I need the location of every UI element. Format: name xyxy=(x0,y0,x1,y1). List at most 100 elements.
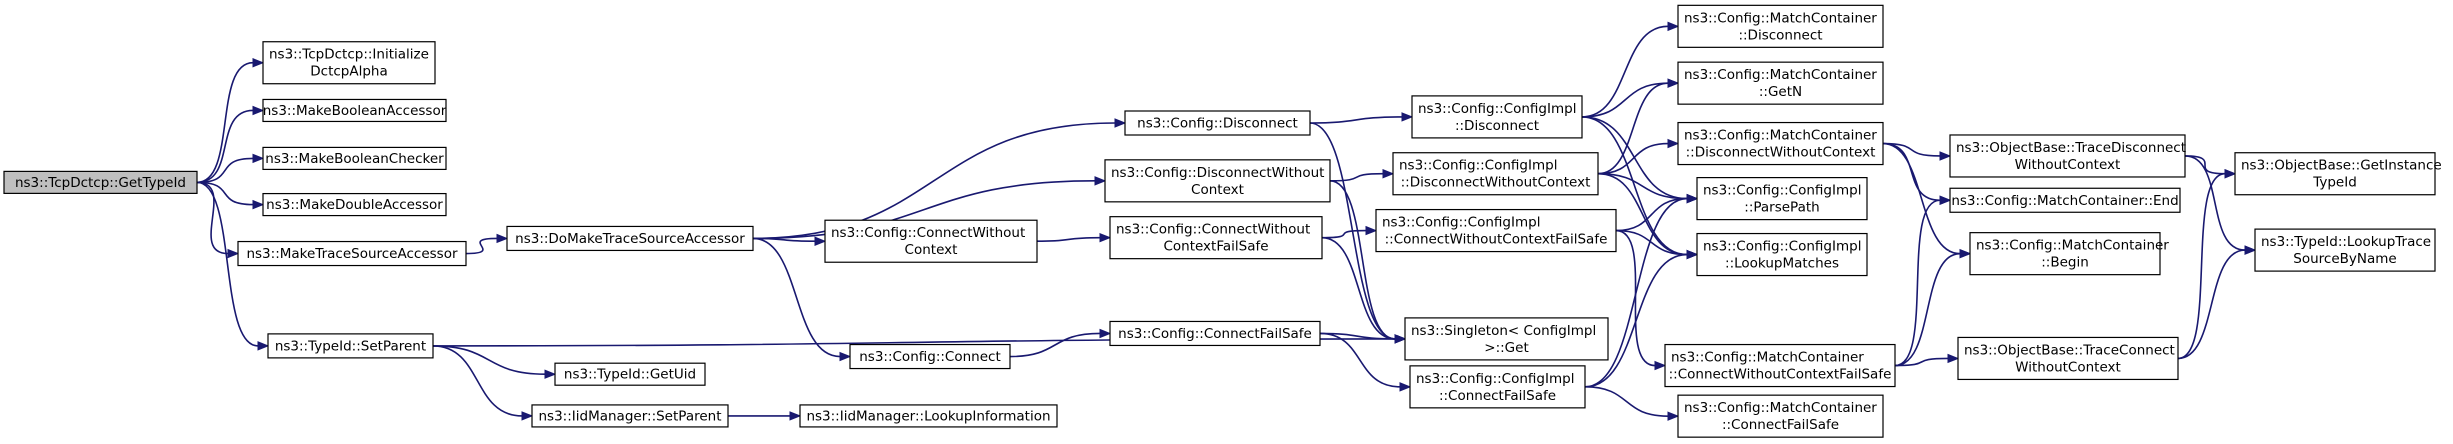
edge-impl-connect-wcfs-to-mc-connect-wcfs xyxy=(1615,229,1667,371)
edge-line xyxy=(1597,142,1669,175)
edge-arrowhead xyxy=(252,57,265,68)
edge-arrowhead xyxy=(1686,249,1699,260)
node-mc-disconnect-wc[interactable]: ns3::Config::MatchContainer::DisconnectW… xyxy=(1677,121,1884,166)
edge-iid-set-parent-to-iid-lookup xyxy=(728,411,802,421)
node-box xyxy=(1949,187,2181,213)
node-label-line: ::DisconnectWithoutContext xyxy=(1686,145,1876,161)
node-box xyxy=(1411,95,1583,139)
node-make-bool-chk[interactable]: ns3::MakeBooleanChecker xyxy=(262,146,447,171)
node-mc-begin[interactable]: ns3::Config::MatchContainer::Begin xyxy=(1969,232,2169,276)
node-label-line: ns3::Config::ConnectFailSafe xyxy=(1118,326,1312,342)
node-box xyxy=(1696,232,1868,277)
edge-cfg-connect-fs-to-singleton-get xyxy=(1319,332,1407,344)
edge-arrowhead xyxy=(252,105,265,116)
node-box xyxy=(1696,177,1868,221)
node-box xyxy=(1392,152,1599,196)
node-box xyxy=(3,170,198,194)
edge-line xyxy=(196,181,229,255)
edge-line xyxy=(1581,25,1669,118)
edge-get-type-id-to-make-bool-chk xyxy=(196,153,265,184)
node-make-trace-acc[interactable]: ns3::MakeTraceSourceAccessor xyxy=(237,240,467,267)
edge-arrowhead xyxy=(839,351,852,362)
node-get-type-id[interactable]: ns3::TcpDctcp::GetTypeId xyxy=(3,170,198,194)
edge-arrowhead xyxy=(1099,328,1112,339)
edge-ob-trace-connect-wc-to-ob-get-instance-type-id xyxy=(2177,168,2237,360)
node-label-line: ns3::Config::MatchContainer xyxy=(1684,128,1877,144)
node-parse-path[interactable]: ns3::Config::ConfigImpl::ParsePath xyxy=(1696,177,1868,221)
edge-do-make-trace-to-cfg-disconnect xyxy=(752,118,1127,240)
edge-line xyxy=(1329,180,1396,340)
node-set-parent[interactable]: ns3::TypeId::SetParent xyxy=(267,333,434,359)
edge-get-type-id-to-init-alpha xyxy=(196,57,265,184)
edge-line xyxy=(1882,142,1941,157)
node-box xyxy=(1375,208,1617,253)
node-impl-connect-fs[interactable]: ns3::Config::ConfigImpl::ConnectFailSafe xyxy=(1409,365,1586,409)
edge-mc-connect-wcfs-to-ob-trace-connect-wc xyxy=(1894,353,1960,367)
edge-line xyxy=(2184,155,2246,251)
edge-cfg-disconnect-wc-to-impl-disconnect-wc xyxy=(1329,168,1395,182)
edge-line xyxy=(196,181,259,347)
node-label-line: ns3::TypeId::GetUid xyxy=(564,367,696,383)
node-box xyxy=(1664,343,1896,388)
edge-line xyxy=(752,237,841,358)
edge-arrowhead xyxy=(789,411,802,421)
edge-line xyxy=(1894,357,1949,367)
edge-line xyxy=(1036,236,1101,243)
node-label-line: ::GetN xyxy=(1759,84,1802,100)
node-label-line: ns3::ObjectBase::TraceDisconnect xyxy=(1956,140,2186,156)
node-label-line: ns3::TypeId::SetParent xyxy=(275,338,426,354)
node-iid-lookup[interactable]: ns3::IidManager::LookupInformation xyxy=(799,404,1058,428)
node-singleton-get[interactable]: ns3::Singleton< ConfigImpl >::Get xyxy=(1404,317,1609,361)
node-mc-connect-fs[interactable]: ns3::Config::MatchContainer::ConnectFail… xyxy=(1677,394,1884,438)
node-make-bool-acc[interactable]: ns3::MakeBooleanAccessor xyxy=(262,98,447,123)
node-do-make-trace[interactable]: ns3::DoMakeTraceSourceAccessor xyxy=(506,225,754,252)
node-mc-disconnect[interactable]: ns3::Config::MatchContainer::Disconnect xyxy=(1677,4,1884,48)
node-label-line: >::Get xyxy=(1484,340,1528,356)
node-label-line: ns3::Config::ConnectWithout xyxy=(1116,222,1310,238)
edge-make-trace-acc-to-do-make-trace xyxy=(465,233,509,255)
node-mc-get-n[interactable]: ns3::Config::MatchContainer::GetN xyxy=(1677,61,1884,105)
node-label-line: ::ConnectWithoutContextFailSafe xyxy=(1669,367,1892,383)
edge-line xyxy=(196,61,254,184)
edge-arrowhead xyxy=(1399,382,1412,392)
edge-line xyxy=(1329,172,1384,182)
edge-arrowhead xyxy=(496,233,509,244)
node-get-uid[interactable]: ns3::TypeId::GetUid xyxy=(554,362,706,386)
node-box xyxy=(1969,232,2161,276)
node-mc-end[interactable]: ns3::Config::MatchContainer::End xyxy=(1949,187,2181,213)
edge-arrowhead xyxy=(1667,411,1680,421)
node-ob-trace-connect-wc[interactable]: ns3::ObjectBase::TraceConnectWithoutCont… xyxy=(1957,336,2179,381)
node-impl-disconnect-wc[interactable]: ns3::Config::ConfigImpl::DisconnectWitho… xyxy=(1392,152,1599,196)
node-cfg-disconnect[interactable]: ns3::Config::Disconnect xyxy=(1124,110,1311,136)
node-impl-disconnect[interactable]: ns3::Config::ConfigImpl::Disconnect xyxy=(1411,95,1583,139)
node-lookup-matches[interactable]: ns3::Config::ConfigImpl::LookupMatches xyxy=(1696,232,1868,277)
node-cfg-connect-wc[interactable]: ns3::Config::ConnectWithoutContext xyxy=(824,219,1038,263)
node-mc-connect-wcfs[interactable]: ns3::Config::MatchContainer::ConnectWith… xyxy=(1664,343,1896,388)
node-label-line: DctcpAlpha xyxy=(310,64,388,80)
edge-do-make-trace-to-cfg-connect xyxy=(752,237,852,362)
edge-arrowhead xyxy=(1401,112,1414,122)
node-label-line: ns3::Config::ConfigImpl xyxy=(1418,101,1576,117)
node-cfg-connect[interactable]: ns3::Config::Connect xyxy=(849,343,1011,370)
node-cfg-connect-wcfs[interactable]: ns3::Config::ConnectWithoutContextFailSa… xyxy=(1109,216,1323,260)
node-cfg-disconnect-wc[interactable]: ns3::Config::DisconnectWithoutContext xyxy=(1104,159,1331,203)
node-make-dbl-acc[interactable]: ns3::MakeDoubleAccessor xyxy=(262,192,447,217)
edge-line xyxy=(1581,82,1669,118)
node-label-line: ns3::MakeTraceSourceAccessor xyxy=(246,246,457,262)
node-ob-trace-disconnect-wc[interactable]: ns3::ObjectBase::TraceDisconnectWithoutC… xyxy=(1949,134,2186,178)
edge-impl-disconnect-wc-to-mc-disconnect-wc xyxy=(1597,138,1680,175)
edge-arrowhead xyxy=(1667,78,1680,88)
node-box xyxy=(1124,110,1311,136)
edge-arrowhead xyxy=(544,369,557,379)
node-impl-connect-wcfs[interactable]: ns3::Config::ConfigImpl::ConnectWithoutC… xyxy=(1375,208,1617,253)
node-box xyxy=(1949,134,2186,178)
node-cfg-connect-fs[interactable]: ns3::Config::ConnectFailSafe xyxy=(1109,320,1321,347)
node-box xyxy=(1677,4,1884,48)
node-iid-set-parent[interactable]: ns3::IidManager::SetParent xyxy=(531,404,729,428)
edge-line xyxy=(1615,229,1688,256)
node-label-line: ns3::ObjectBase::GetInstance xyxy=(2241,158,2442,174)
node-label-line: ::LookupMatches xyxy=(1725,256,1839,272)
